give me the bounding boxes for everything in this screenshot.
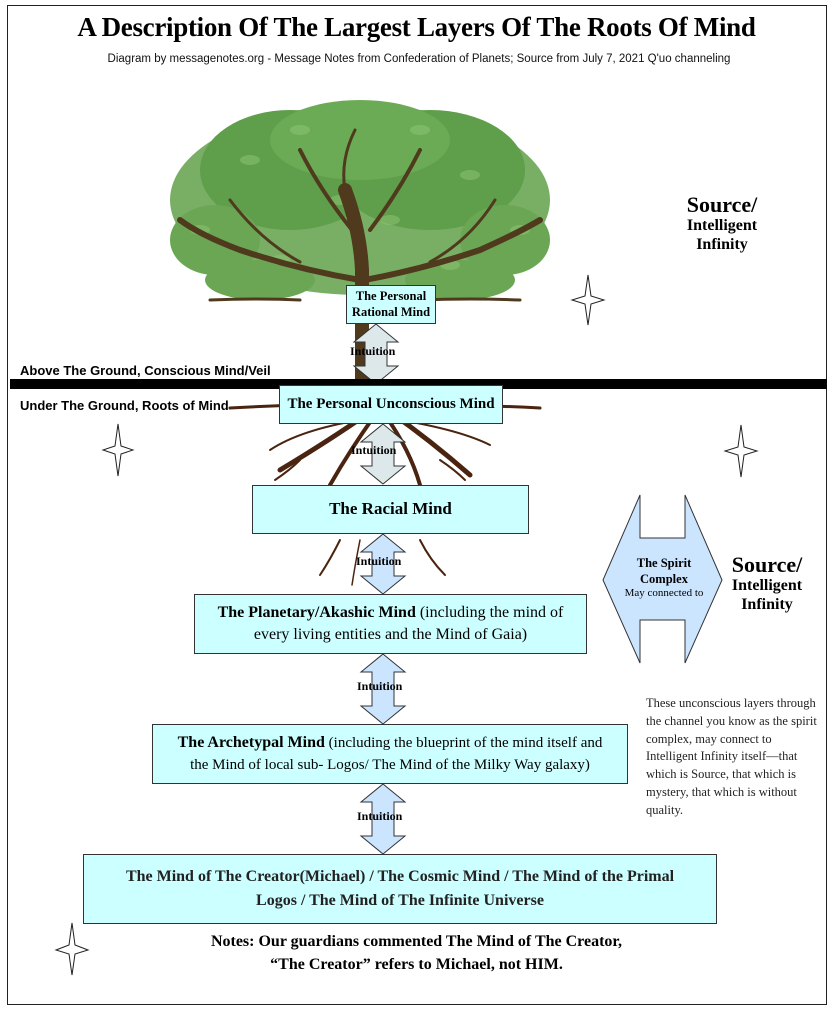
- layer-personal-rational-mind: The Personal Rational Mind: [346, 285, 436, 324]
- layer-archetypal-mind: The Archetypal Mind (including the bluep…: [152, 724, 628, 784]
- above-ground-label: Above The Ground, Conscious Mind/Veil: [20, 363, 271, 378]
- intuition-label: Intuition: [356, 554, 402, 568]
- layer-title-line1: The Mind of The Creator(Michael) / The C…: [125, 868, 675, 885]
- spirit-complex-label: The Spirit Complex May connected to: [612, 556, 716, 601]
- footnote: Notes: Our guardians commented The Mind …: [0, 930, 833, 976]
- tree-icon: [170, 100, 550, 387]
- veil-divider: [10, 379, 827, 389]
- intuition-label: Intuition: [357, 679, 403, 693]
- layer-mind-of-the-creator: The Mind of The Creator(Michael) / The C…: [83, 854, 717, 924]
- intuition-double-arrow-icon: [359, 423, 407, 485]
- sparkle-star-icon: [101, 423, 135, 477]
- intuition-label: Intuition: [350, 344, 396, 358]
- spirit-complex-shape: [602, 494, 723, 664]
- source-subtitle-line2: Infinity: [696, 235, 748, 253]
- layer-title: The Racial Mind: [329, 499, 452, 519]
- layer-detail: (including the blueprint of the mind its…: [324, 735, 603, 752]
- layer-racial-mind: The Racial Mind: [252, 485, 529, 534]
- side-note: These unconscious layers through the cha…: [646, 696, 817, 817]
- spirit-complex-title-line1: The Spirit: [636, 556, 692, 570]
- sparkle-star-icon: [723, 424, 759, 478]
- intuition-label: Intuition: [351, 443, 397, 457]
- source-subtitle-line1: Intelligent: [731, 577, 803, 595]
- sparkle-star-icon: [54, 922, 90, 976]
- spirit-complex-title-line2: Complex: [640, 571, 688, 586]
- layer-title-line2: Rational Mind: [351, 304, 431, 319]
- layer-title: The Archetypal Mind: [177, 734, 325, 752]
- source-label-top: Source/ Intelligent Infinity: [668, 192, 776, 254]
- layer-title-line1: The Personal: [355, 288, 427, 303]
- layer-title-line2: Logos / The Mind of The Infinite Univers…: [256, 892, 544, 909]
- page-title: A Description Of The Largest Layers Of T…: [77, 12, 756, 42]
- layer-title: The Planetary/Akashic Mind: [217, 604, 416, 622]
- source-label-right: Source/ Intelligent Infinity: [722, 552, 812, 614]
- sparkle-star-icon: [570, 274, 606, 326]
- source-title: Source/: [686, 192, 758, 217]
- intuition-label: Intuition: [357, 809, 403, 823]
- layer-detail: every living entities and the Mind of Ga…: [253, 626, 528, 643]
- footnote-line1: Notes: Our guardians commented The Mind …: [210, 933, 623, 950]
- source-subtitle-line2: Infinity: [741, 595, 793, 613]
- page-subtitle: Diagram by messagenotes.org - Message No…: [107, 53, 731, 65]
- layer-detail: the Mind of local sub- Logos/ The Mind o…: [190, 756, 590, 773]
- layer-personal-unconscious-mind: The Personal Unconscious Mind: [279, 385, 503, 424]
- footnote-line2: “The Creator” refers to Michael, not HIM…: [270, 956, 563, 974]
- source-title: Source/: [731, 552, 803, 577]
- layer-title: The Personal Unconscious Mind: [287, 395, 495, 412]
- layer-planetary-akashic-mind: The Planetary/Akashic Mind (including th…: [194, 594, 587, 654]
- below-ground-label: Under The Ground, Roots of Mind: [20, 398, 229, 413]
- spirit-complex-subtitle: May connected to: [624, 587, 704, 600]
- layer-detail: (including the mind of: [415, 604, 564, 622]
- source-subtitle-line1: Intelligent: [686, 217, 758, 235]
